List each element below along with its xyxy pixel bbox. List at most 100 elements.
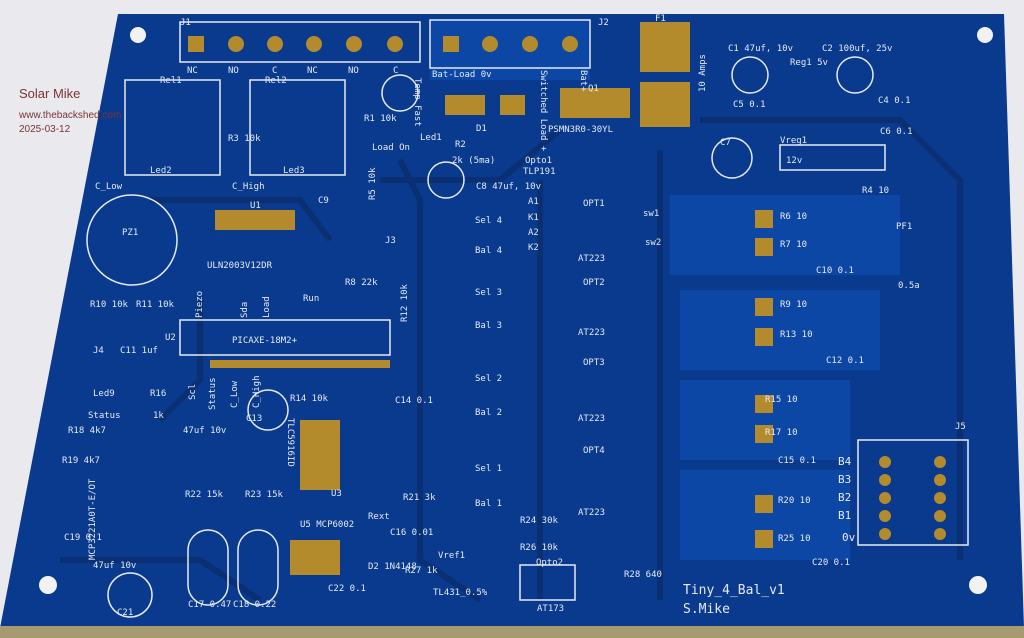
silk-label: R13 10	[780, 330, 813, 340]
silk-label: NC	[307, 66, 318, 76]
silk-label: C19 0.1	[64, 533, 102, 543]
silk-label: C20 0.1	[812, 558, 850, 568]
silk-label: C12 0.1	[826, 356, 864, 366]
silk-label: 0v	[842, 531, 856, 544]
silk-label: Sel 4	[475, 216, 503, 226]
silk-label: R2	[455, 140, 466, 150]
silk-label: B1	[838, 509, 852, 522]
silk-label: 10 Amps	[698, 54, 708, 92]
copper-pours	[430, 20, 900, 560]
silk-label: R19 4k7	[62, 456, 100, 466]
silk-label: C15 0.1	[778, 456, 816, 466]
silkscreen	[86, 19, 969, 618]
silk-label: R27 1k	[405, 566, 438, 576]
silk-label: R23 15k	[245, 490, 283, 500]
silk-label: R22 15k	[185, 490, 223, 500]
mounting-holes	[39, 27, 993, 594]
silk-label: C	[393, 66, 399, 76]
silk-label: C13	[246, 414, 263, 424]
silk-label: C7	[720, 138, 731, 148]
silk-label: R20 10	[778, 496, 811, 506]
silk-label: R7 10	[780, 240, 808, 250]
silk-label: Scl	[188, 383, 198, 400]
silk-label: R17 10	[765, 428, 798, 438]
silk-label: Q1	[588, 84, 599, 94]
silk-label: C11 1uf	[120, 346, 158, 356]
silk-label: C21	[117, 608, 134, 618]
silk-label: R12 10k	[400, 284, 410, 322]
silk-label: R18 4k7	[68, 426, 106, 436]
silk-label: R28 640	[624, 570, 662, 580]
silk-label: A2	[528, 228, 539, 238]
silk-label: AT223	[578, 328, 606, 338]
silk-label: Run	[303, 294, 320, 304]
silk-label: 47uf 10v	[183, 426, 227, 436]
silk-label: J2	[598, 18, 609, 28]
silk-label: TLC5916ID	[285, 418, 295, 467]
silk-label: Led9	[93, 389, 115, 399]
silk-label: C8 47uf, 10v	[476, 182, 542, 192]
silk-label: U1	[250, 201, 261, 211]
silk-label: sw2	[645, 238, 662, 248]
silk-label: U2	[165, 333, 176, 343]
silk-label: K1	[528, 213, 539, 223]
silk-label: PZ1	[122, 228, 139, 238]
silk-label: C1 47uf, 10v	[728, 44, 794, 54]
silk-label: Sel 1	[475, 464, 503, 474]
silk-label: NO	[228, 66, 239, 76]
silk-label: sw1	[643, 209, 660, 219]
silk-label: R16	[150, 389, 167, 399]
silk-label: B3	[838, 473, 852, 486]
silk-label: C4 0.1	[878, 96, 911, 106]
silk-label: Rext	[368, 512, 390, 522]
silk-label: Rel2	[265, 76, 287, 86]
watermark-date: 2025-03-12	[19, 124, 71, 135]
silk-label: NC	[187, 66, 198, 76]
silk-label: R24 30k	[520, 516, 558, 526]
silk-label: Piezo	[195, 290, 205, 318]
silk-label: C22 0.1	[328, 584, 366, 594]
silk-label: J4	[93, 346, 104, 356]
silk-label: ULN2003V12DR	[207, 261, 273, 271]
silk-label: TLP191	[523, 167, 556, 177]
silk-label: Bal 1	[475, 499, 503, 509]
silk-label: J5	[955, 422, 966, 432]
silk-label: PICAXE-18M2+	[232, 336, 298, 346]
silk-label: R14 10k	[290, 394, 328, 404]
silk-label: Vreg1	[780, 136, 808, 146]
silk-label: OPT3	[583, 358, 605, 368]
silk-label: C_High	[252, 375, 262, 408]
silk-label: R1 10k	[364, 114, 397, 124]
silk-label: F1	[655, 14, 666, 24]
silk-label: Bal 3	[475, 321, 503, 331]
silk-label: NO	[348, 66, 359, 76]
watermark-author: Solar Mike	[19, 86, 81, 101]
silk-label: AT223	[578, 508, 606, 518]
silk-label: Bat+	[578, 70, 588, 92]
silk-label: Bat-Load 0v	[432, 70, 492, 80]
silk-label: Switched Load +	[538, 70, 548, 152]
silk-label: Status	[88, 411, 121, 421]
silk-label: C_Low	[230, 380, 240, 408]
silk-label: Opto1	[525, 156, 553, 166]
silk-label: MCP3221A0T-E/OT	[88, 478, 98, 560]
silk-label: OPT4	[583, 446, 605, 456]
silk-label: OPT1	[583, 199, 605, 209]
silk-label: Status	[208, 377, 218, 410]
silk-label: R3 10k	[228, 134, 261, 144]
silk-label: Bal 2	[475, 408, 503, 418]
silk-label: C_High	[232, 182, 265, 192]
silk-label: Rel1	[160, 76, 182, 86]
watermark-site[interactable]: www.thebackshed.com	[19, 110, 122, 121]
silk-label: TL431_0.5%	[433, 588, 488, 598]
silk-label: C_Low	[95, 182, 123, 192]
silk-label: AT173	[537, 604, 565, 614]
board-author: S.Mike	[683, 602, 730, 617]
silk-label: R10 10k	[90, 300, 128, 310]
silk-label: 12v	[786, 156, 803, 166]
silk-label: Bal 4	[475, 246, 503, 256]
silk-label: Sel 3	[475, 288, 503, 298]
silk-label: Opto2	[536, 558, 564, 568]
silk-label: Load	[262, 296, 272, 318]
silk-label: 2k (5ma)	[452, 156, 496, 166]
